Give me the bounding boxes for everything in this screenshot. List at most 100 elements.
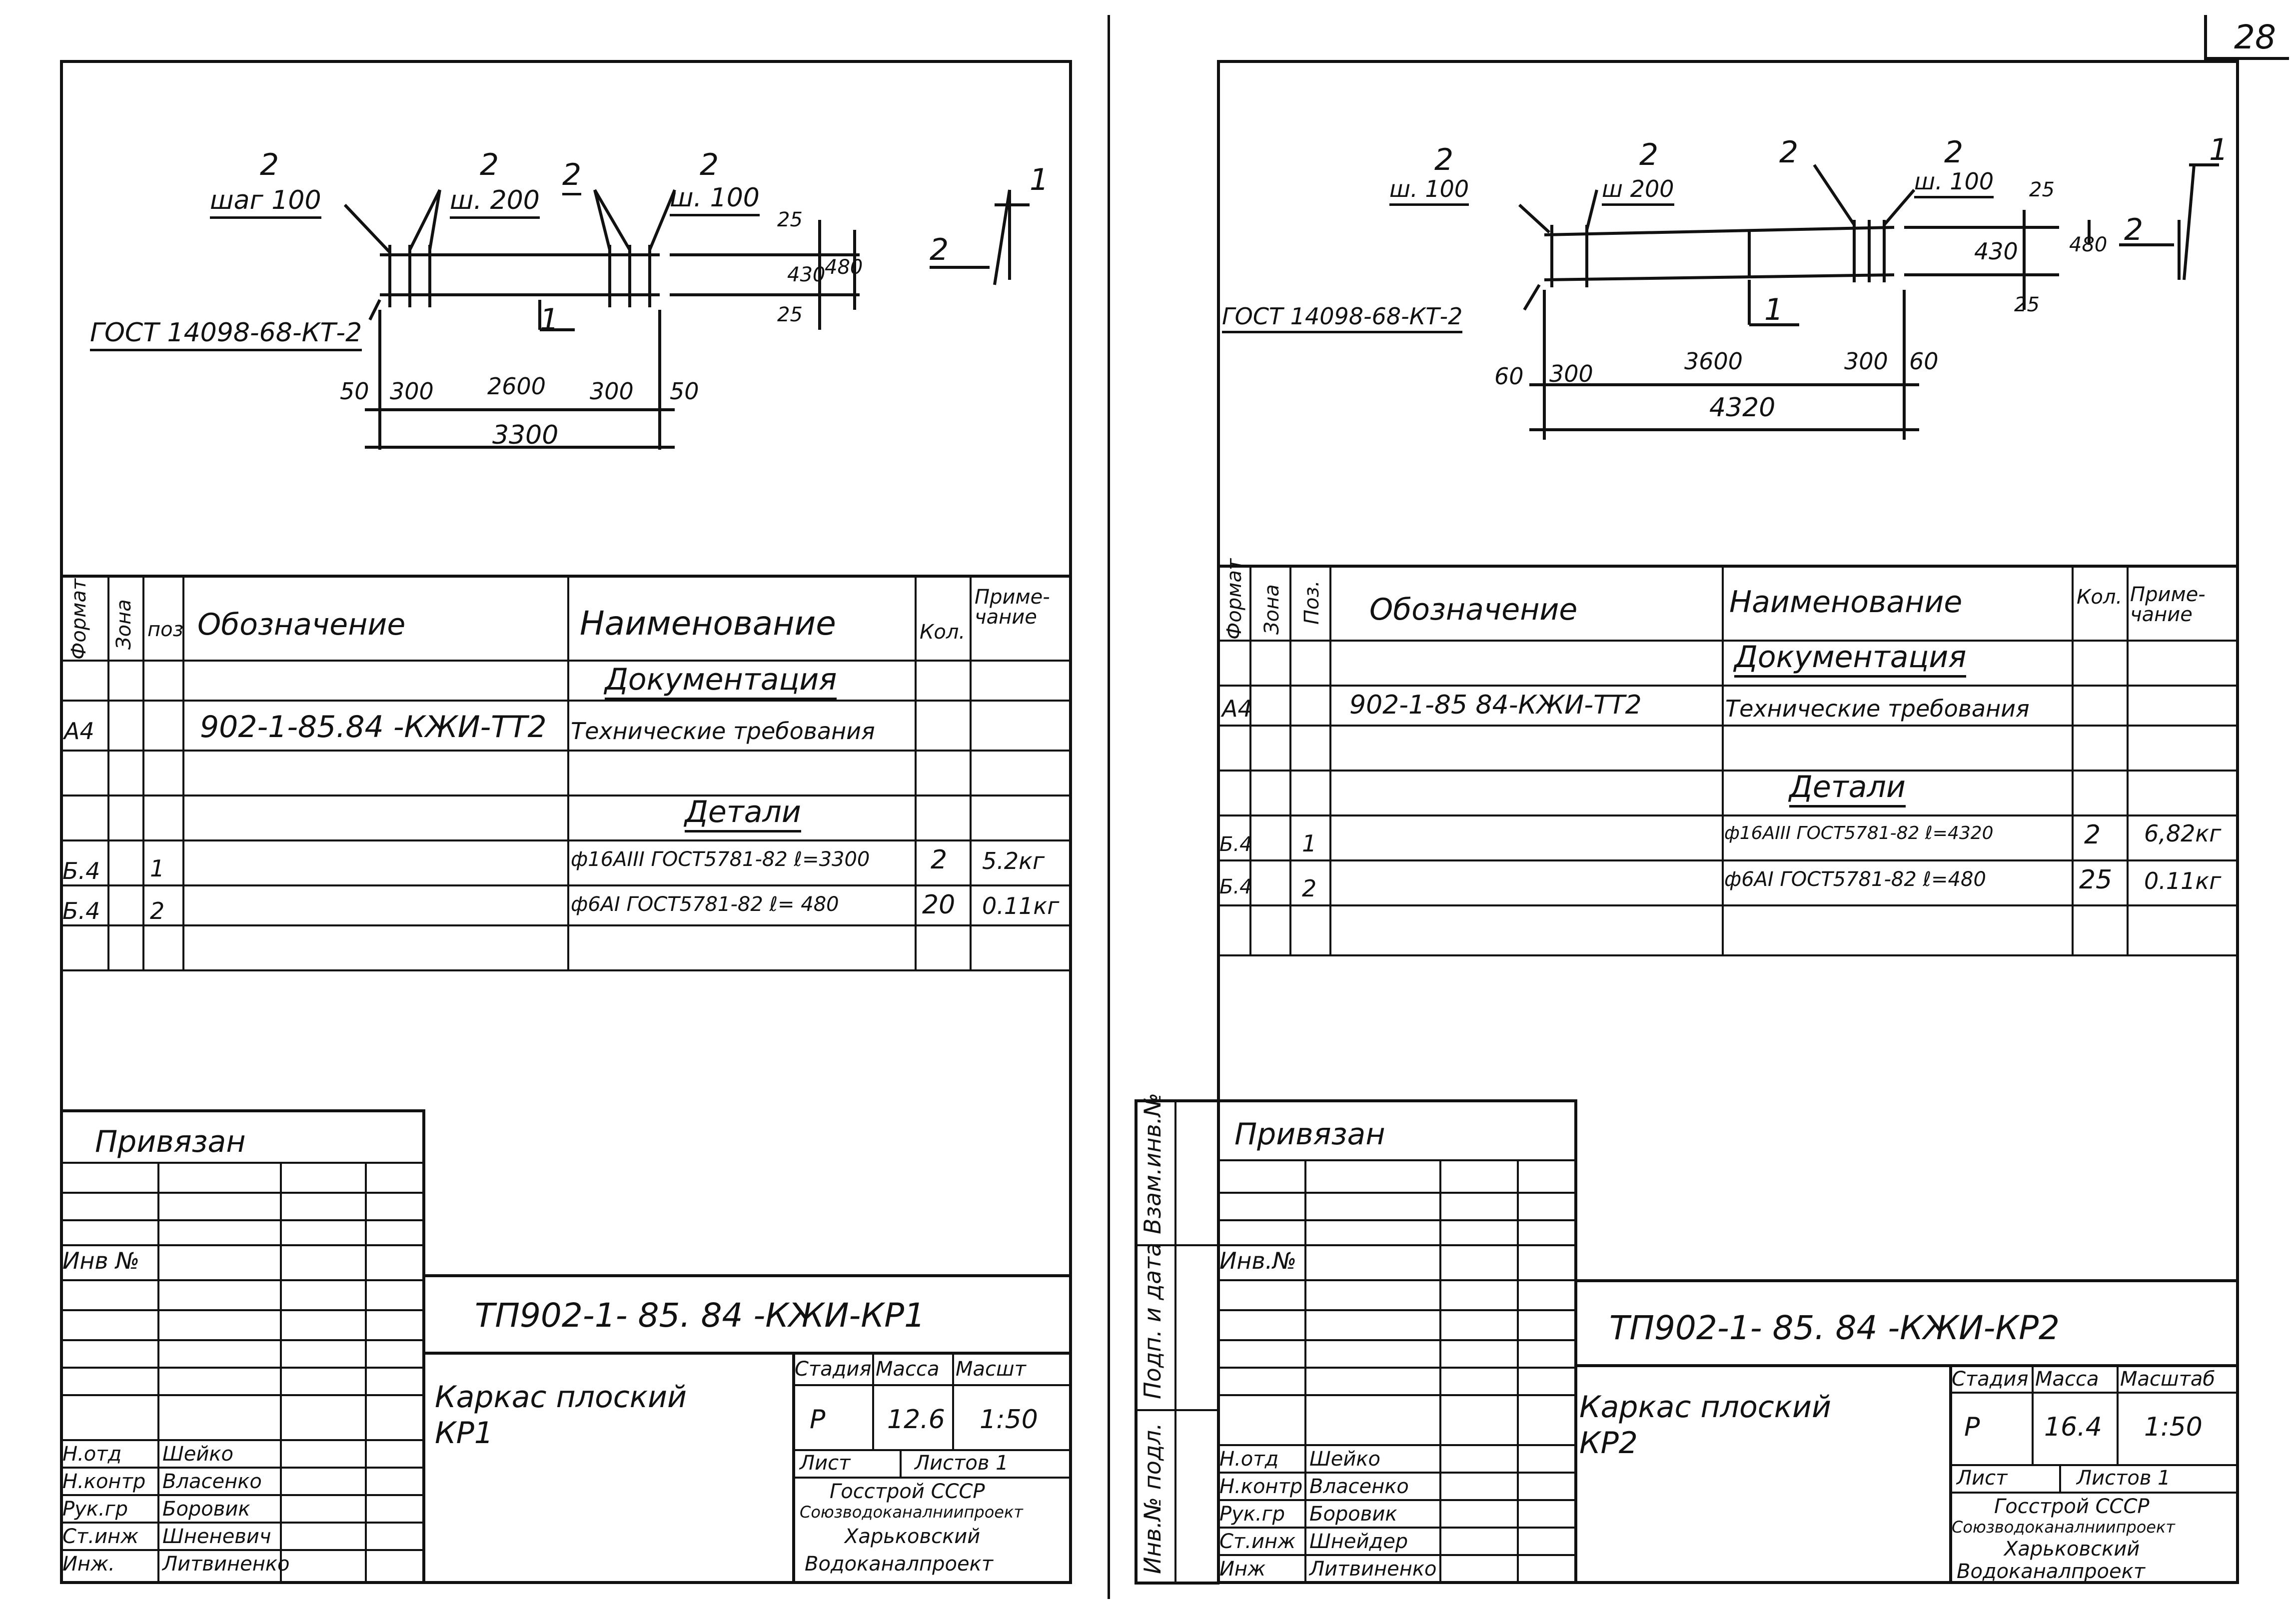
left-tb-l2	[60, 1192, 425, 1194]
right-tb-c1	[1304, 1159, 1306, 1584]
left-org-4: Водоканалпроект	[805, 1553, 994, 1576]
right-spec-c4	[1722, 565, 1724, 954]
left-org-1: Госстрой СССР	[830, 1480, 985, 1503]
right-spec-r1	[1217, 685, 2239, 687]
left-name: Каркас плоский КР1	[435, 1380, 687, 1451]
left-label-top-2: ш. 200	[450, 187, 540, 219]
right-label-top-1-num: 2	[1434, 142, 1454, 177]
left-tb-top	[60, 1109, 425, 1112]
right-dim-25a: 25	[2029, 178, 2055, 201]
left-tb-l12	[60, 1494, 425, 1496]
left-staff-5-role: Инж.	[62, 1553, 115, 1576]
right-stage: Р	[1964, 1412, 1980, 1442]
right-tb-l4	[1217, 1244, 1577, 1246]
left-row2-name: ф6АI ГОСТ5781-82 ℓ= 480	[571, 893, 839, 916]
right-dim-25b: 25	[2014, 293, 2040, 316]
right-stamp-top	[1135, 1099, 1219, 1102]
left-privyazan: Привязан	[95, 1124, 246, 1159]
left-hdr-pos: поз	[147, 618, 183, 641]
right-row1-pos: 1	[1302, 830, 1317, 857]
right-tb-l2	[1217, 1192, 1577, 1194]
left-label-top-1-num: 2	[260, 147, 279, 182]
right-side-label-2: 2	[2124, 212, 2144, 247]
right-spec-c1	[1249, 565, 1251, 954]
right-tb-c2	[1439, 1159, 1441, 1584]
left-staff-1-name: Шейко	[162, 1443, 234, 1466]
right-staff-1-role: Н.отд	[1219, 1448, 1279, 1471]
left-spec-r6	[60, 924, 1072, 926]
left-side-label-1: 1	[1030, 162, 1049, 197]
right-dim-300a: 300	[1549, 360, 1593, 387]
right-tb-l6	[1217, 1309, 1577, 1311]
left-section-parts: Детали	[685, 797, 801, 832]
left-hdr-designation: Обозначение	[197, 607, 406, 642]
right-pos1-label: 1	[1764, 292, 1784, 327]
right-spec-c5	[2072, 565, 2074, 954]
left-doc-name: Технические требования	[571, 718, 875, 745]
left-tb-l11	[60, 1467, 425, 1469]
left-staff-3-name: Боровик	[162, 1498, 250, 1521]
left-staff-4-role: Ст.инж	[62, 1525, 139, 1548]
left-row1-note: 5.2кг	[982, 847, 1045, 874]
left-scale-col	[952, 1352, 954, 1449]
left-tb-l9	[60, 1394, 425, 1396]
left-label-top-1: шаг 100	[210, 187, 321, 219]
left-stage-col	[792, 1352, 795, 1584]
right-tb-l14	[1217, 1554, 1577, 1556]
right-org-2: Союзводоканалниипроект	[1952, 1518, 2175, 1537]
right-side-label-1: 1	[2209, 132, 2229, 167]
right-label-top-4-num: 2	[1944, 135, 1964, 170]
right-dim-60a: 60	[1494, 363, 1524, 390]
left-row2-qty: 20	[922, 890, 956, 920]
left-sheet-col	[900, 1449, 902, 1477]
left-spec-c5	[915, 575, 917, 969]
page-number-box	[2204, 15, 2289, 60]
right-spec-c3	[1329, 565, 1331, 954]
right-tb-l12	[1217, 1499, 1577, 1501]
left-sheet-line2	[792, 1477, 1072, 1479]
right-stamp-3: Инв.№ подл.	[1139, 1423, 1166, 1574]
left-dim-50a: 50	[340, 378, 369, 405]
right-row1-note: 6,82кг	[2144, 820, 2222, 847]
right-tb-l8	[1217, 1367, 1577, 1369]
right-doc-format: А4	[1222, 695, 1252, 722]
right-stamp-div2	[1135, 1409, 1219, 1411]
right-row2-format: Б.4	[1219, 875, 1252, 898]
right-sheet	[1217, 60, 2239, 1584]
left-mass-col	[872, 1352, 874, 1449]
left-sheet: Лист	[800, 1452, 851, 1475]
left-doc-designation: 902-1-85.84 -КЖИ-ТТ2	[200, 710, 547, 745]
left-tb-l5	[60, 1279, 425, 1281]
right-dim-60b: 60	[1909, 348, 1939, 375]
right-hdr-name: Наименование	[1729, 585, 1963, 620]
left-org-2: Союзводоканалниипроект	[800, 1503, 1023, 1522]
right-label-top-1: ш. 100	[1389, 177, 1469, 206]
right-staff-3-role: Рук.гр	[1219, 1503, 1285, 1526]
left-sheet	[60, 60, 1072, 1584]
right-doc-designation: 902-1-85 84-КЖИ-ТТ2	[1349, 690, 1642, 720]
right-section-parts: Детали	[1789, 772, 1906, 808]
right-row2-note: 0.11кг	[2144, 867, 2222, 894]
left-label-top-2-num: 2	[480, 147, 499, 182]
left-tb-l8	[60, 1367, 425, 1369]
right-name: Каркас плоский КР2	[1579, 1390, 1832, 1461]
right-mass: 16.4	[2044, 1412, 2102, 1442]
right-tb-l9	[1217, 1394, 1577, 1396]
right-spec-hdr	[1217, 640, 2239, 642]
left-dim-300b: 300	[590, 378, 634, 405]
left-stage-hdr: Стадия	[795, 1358, 872, 1381]
right-hdr-pos: Поз.	[1300, 580, 1323, 625]
left-dim-430: 430	[787, 263, 826, 286]
right-spec-r3	[1217, 770, 2239, 772]
right-staff-3-name: Боровик	[1309, 1503, 1397, 1526]
right-stamp-col-mid	[1174, 1099, 1176, 1584]
left-doc-format: А4	[64, 718, 94, 745]
right-dim-total: 4320	[1709, 393, 1776, 423]
left-row2-format: Б.4	[62, 897, 100, 924]
left-code-bottom	[422, 1352, 1072, 1355]
right-tb-top	[1217, 1099, 1577, 1102]
left-sheet-line	[792, 1449, 1072, 1451]
left-spec-top	[60, 575, 1072, 578]
left-spec-c6	[970, 575, 972, 969]
right-stamp-div1	[1135, 1244, 1219, 1246]
